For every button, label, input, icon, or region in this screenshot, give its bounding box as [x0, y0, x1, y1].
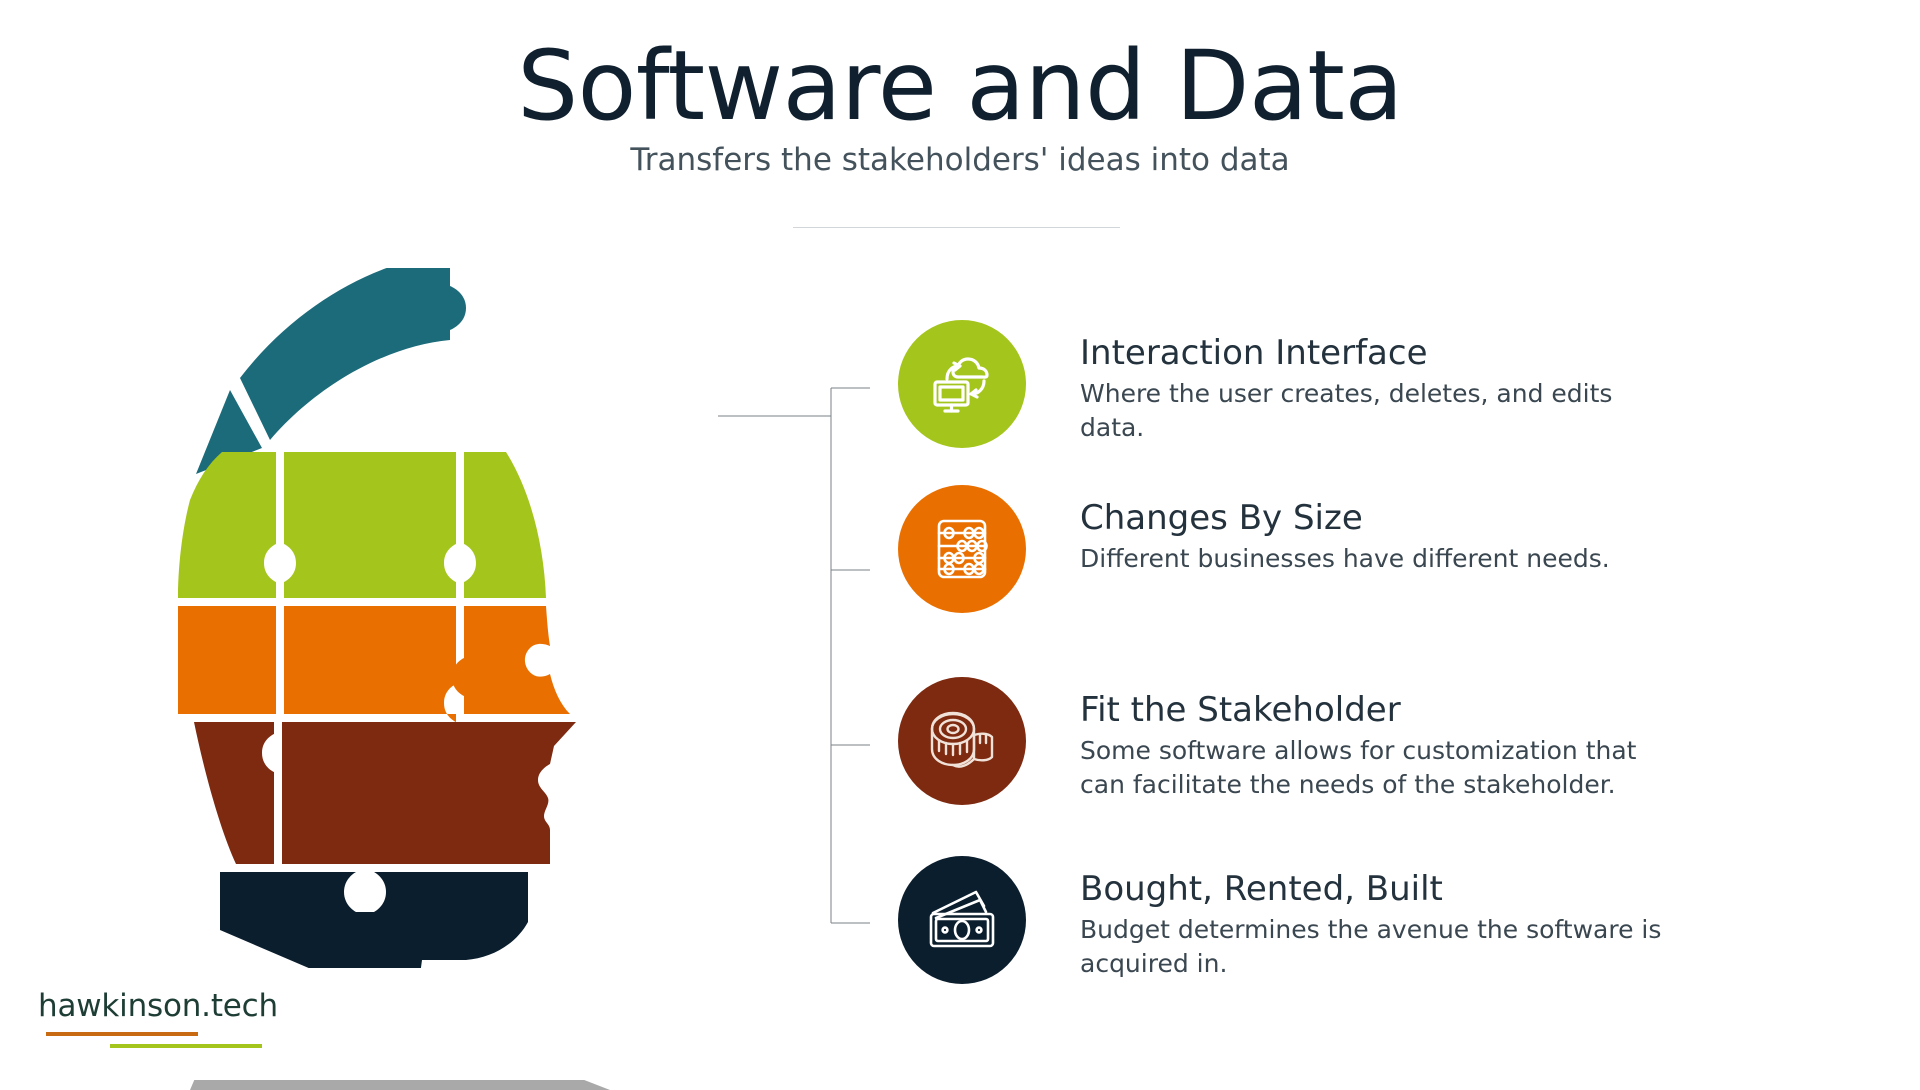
- page-subtitle: Transfers the stakeholders' ideas into d…: [630, 141, 1290, 178]
- item-icon-circle: [898, 320, 1026, 448]
- item-title: Bought, Rented, Built: [1080, 869, 1443, 909]
- logo-rule-orange: [46, 1032, 198, 1036]
- list-item[interactable]: Bought, Rented, Built Budget determines …: [898, 856, 1798, 984]
- forehead-row-green: [178, 452, 546, 598]
- item-description: Different businesses have different need…: [1080, 544, 1610, 574]
- list-item[interactable]: Changes By Size Different businesses hav…: [898, 485, 1798, 613]
- logo[interactable]: hawkinson.tech: [38, 980, 298, 1066]
- item-icon-circle: [898, 856, 1026, 984]
- jaw-row-navy: [220, 872, 528, 968]
- cloud-sync-monitor-icon: [933, 357, 989, 413]
- item-title: Changes By Size: [1080, 498, 1363, 538]
- item-description: Budget determines the avenue the softwar…: [1080, 915, 1662, 978]
- abacus-icon: [937, 519, 988, 579]
- header-divider: [793, 227, 1120, 228]
- slide-header: Software and Data Transfers the stakehol…: [0, 0, 1920, 179]
- item-text-block: Fit the Stakeholder Some software allows…: [1080, 677, 1680, 801]
- item-title: Interaction Interface: [1080, 333, 1428, 373]
- logo-rule-green: [110, 1044, 262, 1048]
- measuring-tape-icon: [930, 711, 994, 768]
- logo-wordmark: hawkinson.tech: [38, 988, 278, 1024]
- item-title: Fit the Stakeholder: [1080, 690, 1401, 730]
- item-text-block: Bought, Rented, Built Budget determines …: [1080, 856, 1680, 980]
- midface-row-orange: [178, 606, 570, 722]
- item-text-block: Changes By Size Different businesses hav…: [1080, 485, 1610, 576]
- list-item[interactable]: Interaction Interface Where the user cre…: [898, 320, 1798, 448]
- puzzle-head-diagram-detail: [178, 268, 718, 968]
- item-description: Some software allows for customization t…: [1080, 736, 1637, 799]
- item-text-block: Interaction Interface Where the user cre…: [1080, 320, 1680, 444]
- page-title: Software and Data: [517, 30, 1403, 142]
- item-description: Where the user creates, deletes, and edi…: [1080, 379, 1613, 442]
- lowerface-row-brown: [194, 722, 576, 864]
- item-icon-circle: [898, 677, 1026, 805]
- banknotes-icon: [929, 890, 995, 948]
- item-icon-circle: [898, 485, 1026, 613]
- list-item[interactable]: Fit the Stakeholder Some software allows…: [898, 677, 1798, 805]
